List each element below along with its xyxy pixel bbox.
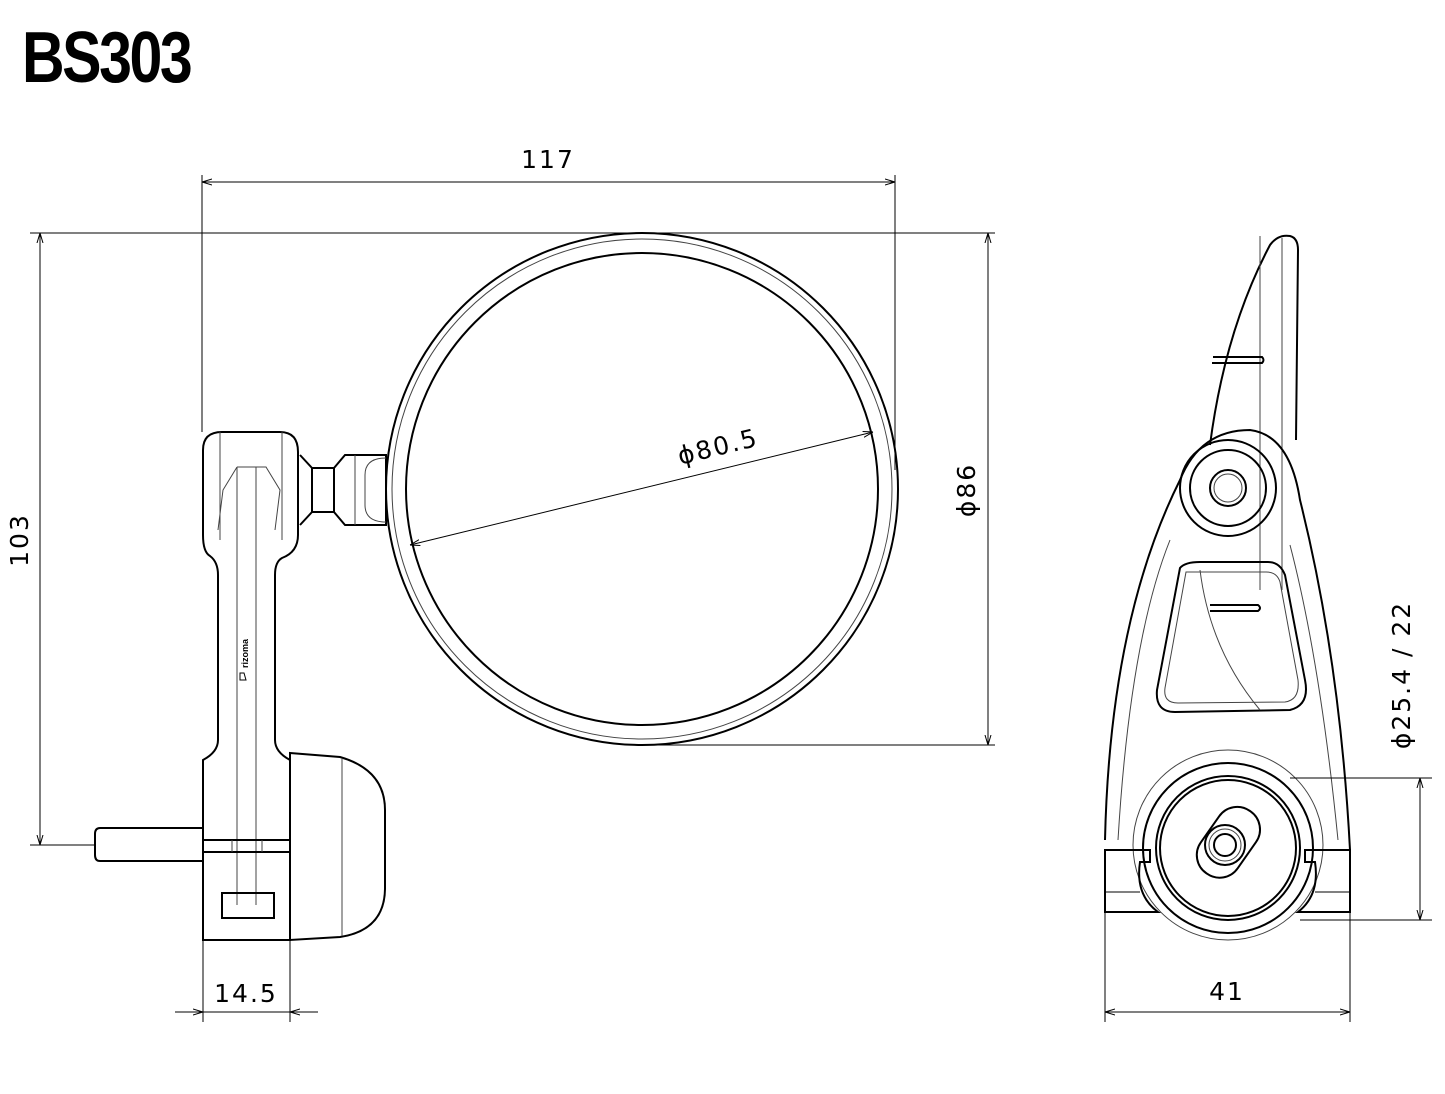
logo-text: rizoma	[240, 638, 250, 668]
dimension-bar-diameter: ϕ25.4 / 22	[1290, 601, 1432, 921]
dimension-phi86-label: ϕ86	[952, 463, 981, 517]
dimension-phi80-5-label: ϕ80.5	[675, 423, 762, 471]
dimension-41: 41	[1104, 912, 1351, 1022]
mirror-head	[385, 232, 899, 746]
dimension-14-5-label: 14.5	[214, 979, 278, 1008]
dimension-117: 117	[201, 145, 896, 470]
dimension-phi86: ϕ86	[640, 233, 995, 746]
bar-shaft	[94, 827, 203, 862]
rizoma-logo: rizoma	[239, 638, 250, 681]
dimension-41-label: 41	[1209, 977, 1245, 1006]
dimension-117-label: 117	[521, 145, 575, 174]
dimension-phi80-5: ϕ80.5	[410, 423, 873, 545]
side-view-body	[1104, 234, 1351, 941]
bar-end-cap	[289, 751, 386, 942]
mirror-stem	[299, 454, 387, 526]
dimension-bar-diameter-label: ϕ25.4 / 22	[1387, 601, 1416, 749]
mirror-arm	[202, 431, 299, 941]
dimension-14-5: 14.5	[175, 940, 318, 1022]
dimension-103-label: 103	[5, 513, 34, 567]
product-code-title: BS303	[22, 18, 193, 98]
dimension-103: 103	[5, 232, 995, 846]
